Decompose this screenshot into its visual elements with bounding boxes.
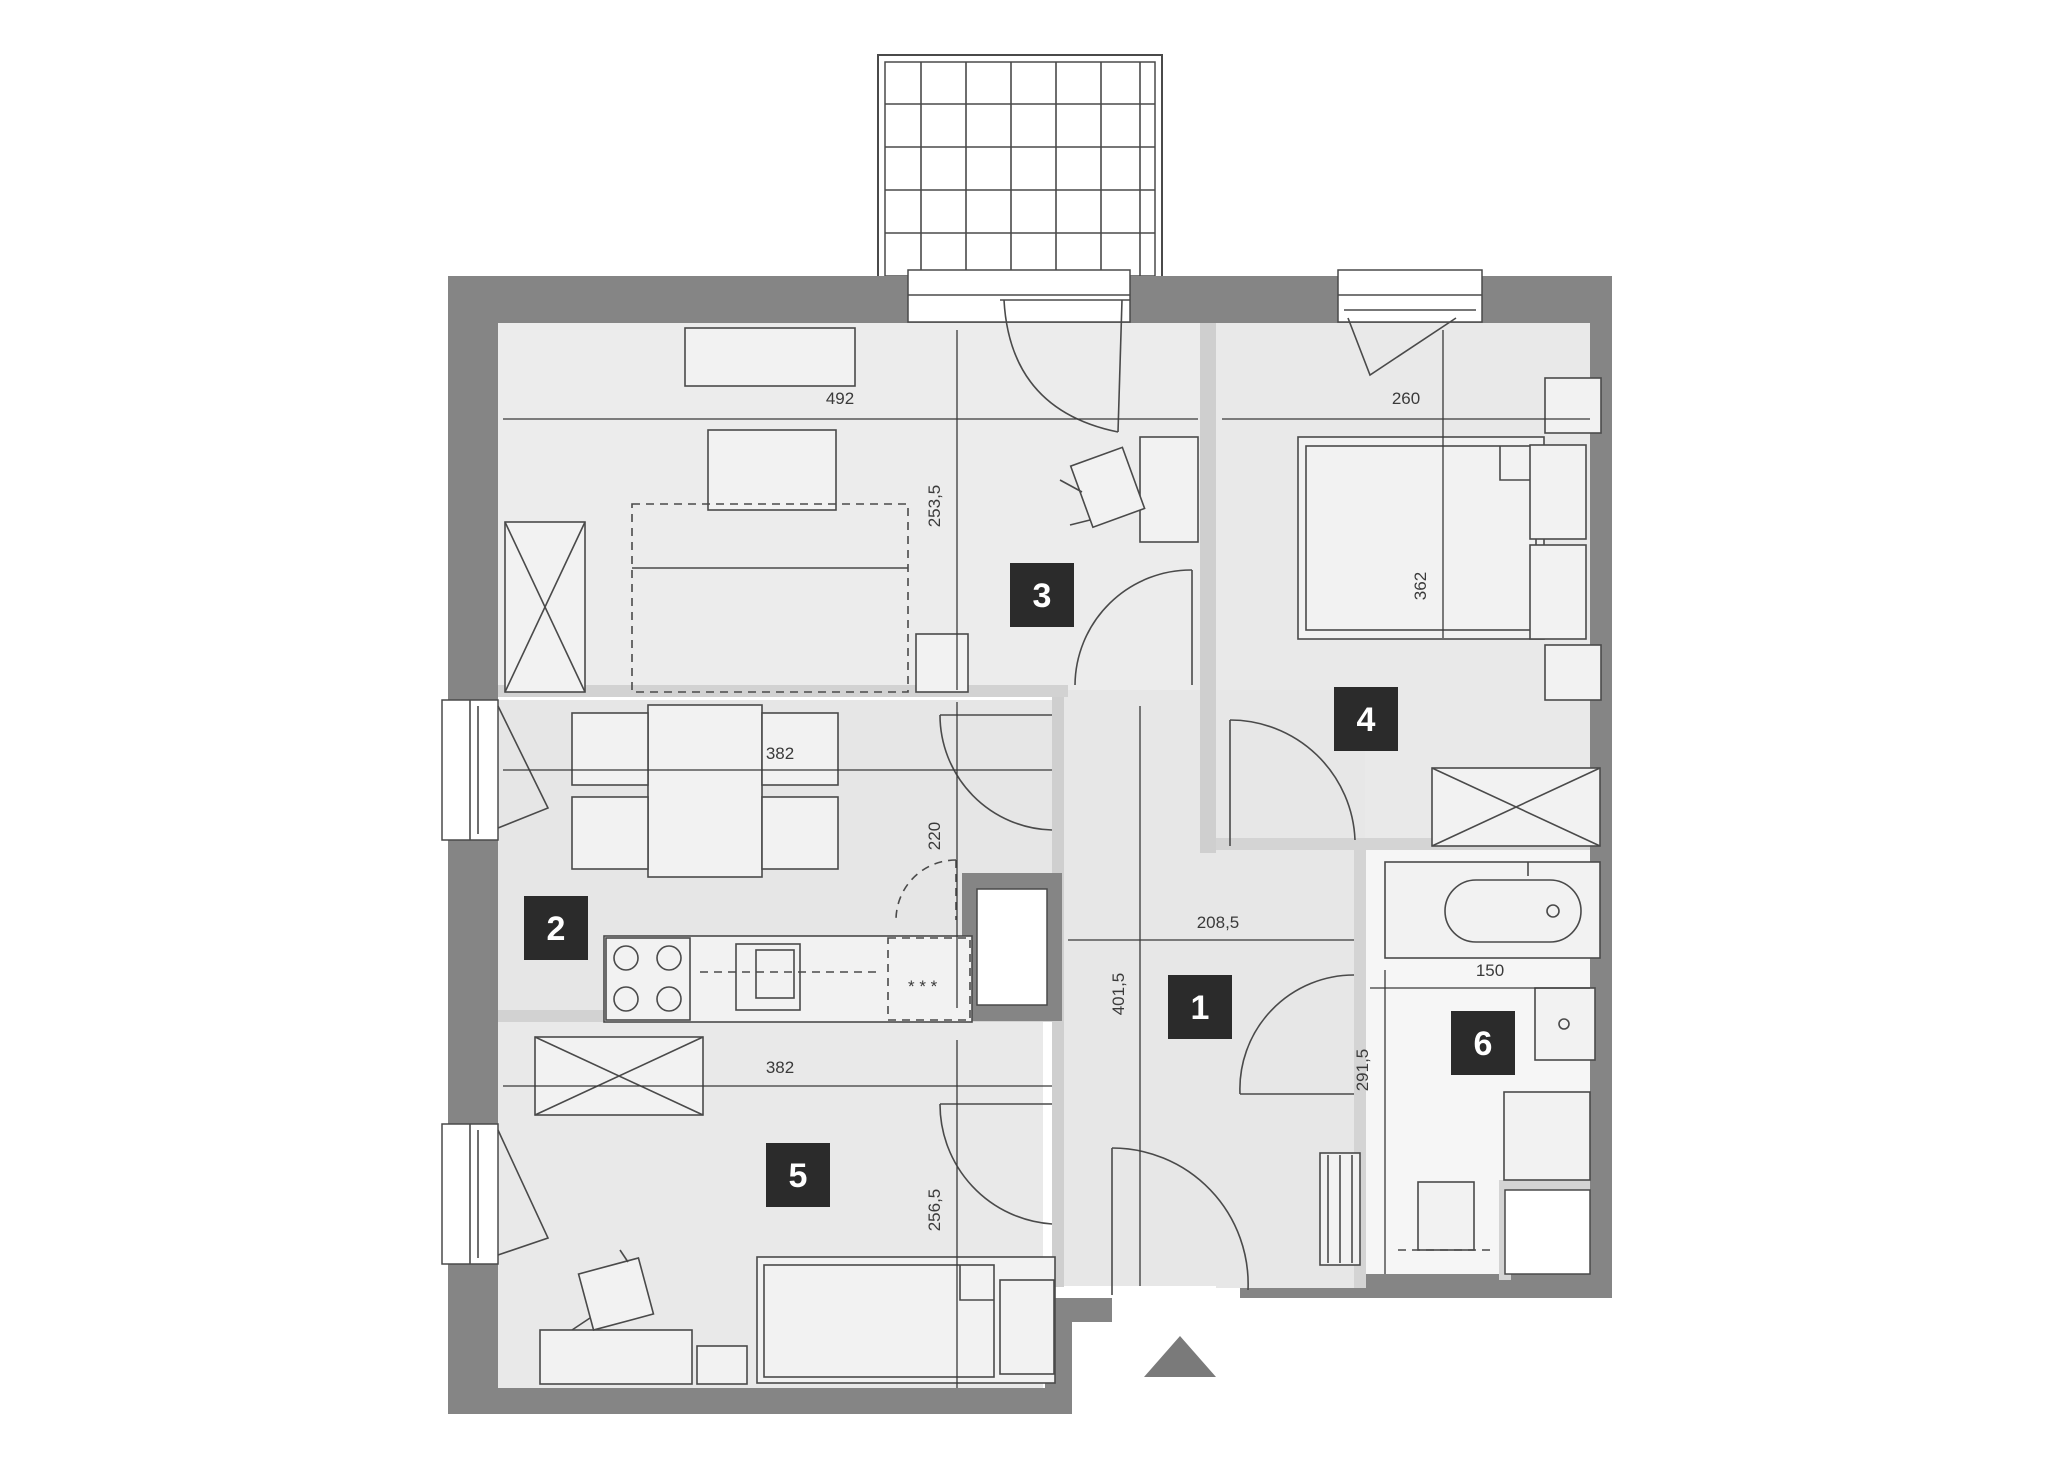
dim-room1-width: 208,5 — [1197, 913, 1240, 932]
room-labels: 1 2 3 4 5 6 — [524, 563, 1515, 1207]
furniture-room5 — [534, 1036, 1056, 1385]
dim-room4-depth: 362 — [1411, 572, 1430, 600]
dimension-lines — [503, 330, 1590, 1388]
dim-room2-depth: 220 — [925, 822, 944, 850]
storage-closet — [1504, 1189, 1591, 1275]
balcony — [877, 54, 1163, 284]
doors — [895, 569, 1356, 1295]
furniture-room3 — [504, 327, 1199, 693]
svg-text:2: 2 — [547, 910, 566, 948]
room-label-4: 4 — [1334, 687, 1398, 751]
dim-room3-width: 492 — [826, 389, 854, 408]
room-label-3: 3 — [1010, 563, 1074, 627]
svg-text:1: 1 — [1191, 989, 1210, 1027]
dim-room5-depth: 256,5 — [925, 1189, 944, 1232]
dim-room5-width: 382 — [766, 1058, 794, 1077]
dim-room4-width: 260 — [1392, 389, 1420, 408]
entrance-triangle-icon — [1144, 1336, 1216, 1377]
room-label-2: 2 — [524, 896, 588, 960]
dim-room1-depth: 401,5 — [1109, 973, 1128, 1016]
dim-room6-depth: 291,5 — [1353, 1049, 1372, 1092]
dim-room6-width: 150 — [1476, 961, 1504, 980]
room-label-6: 6 — [1451, 1011, 1515, 1075]
furniture-room2: * * * — [571, 704, 973, 1023]
dim-room2-width: 382 — [766, 744, 794, 763]
dim-room3-depth: 253,5 — [925, 485, 944, 528]
room-label-5: 5 — [766, 1143, 830, 1207]
svg-text:3: 3 — [1033, 577, 1052, 615]
windows — [441, 269, 1483, 1265]
svg-text:5: 5 — [789, 1157, 808, 1195]
svg-text:6: 6 — [1474, 1025, 1493, 1063]
dimension-labels: 492 253,5 260 362 382 220 382 256,5 208,… — [766, 389, 1504, 1231]
furniture-room6 — [1319, 861, 1601, 1266]
window-swings — [497, 299, 1457, 1256]
room-label-1: 1 — [1168, 975, 1232, 1039]
svg-text:* * *: * * * — [908, 977, 938, 996]
furniture-room4 — [1297, 377, 1602, 847]
svg-text:4: 4 — [1357, 701, 1376, 739]
